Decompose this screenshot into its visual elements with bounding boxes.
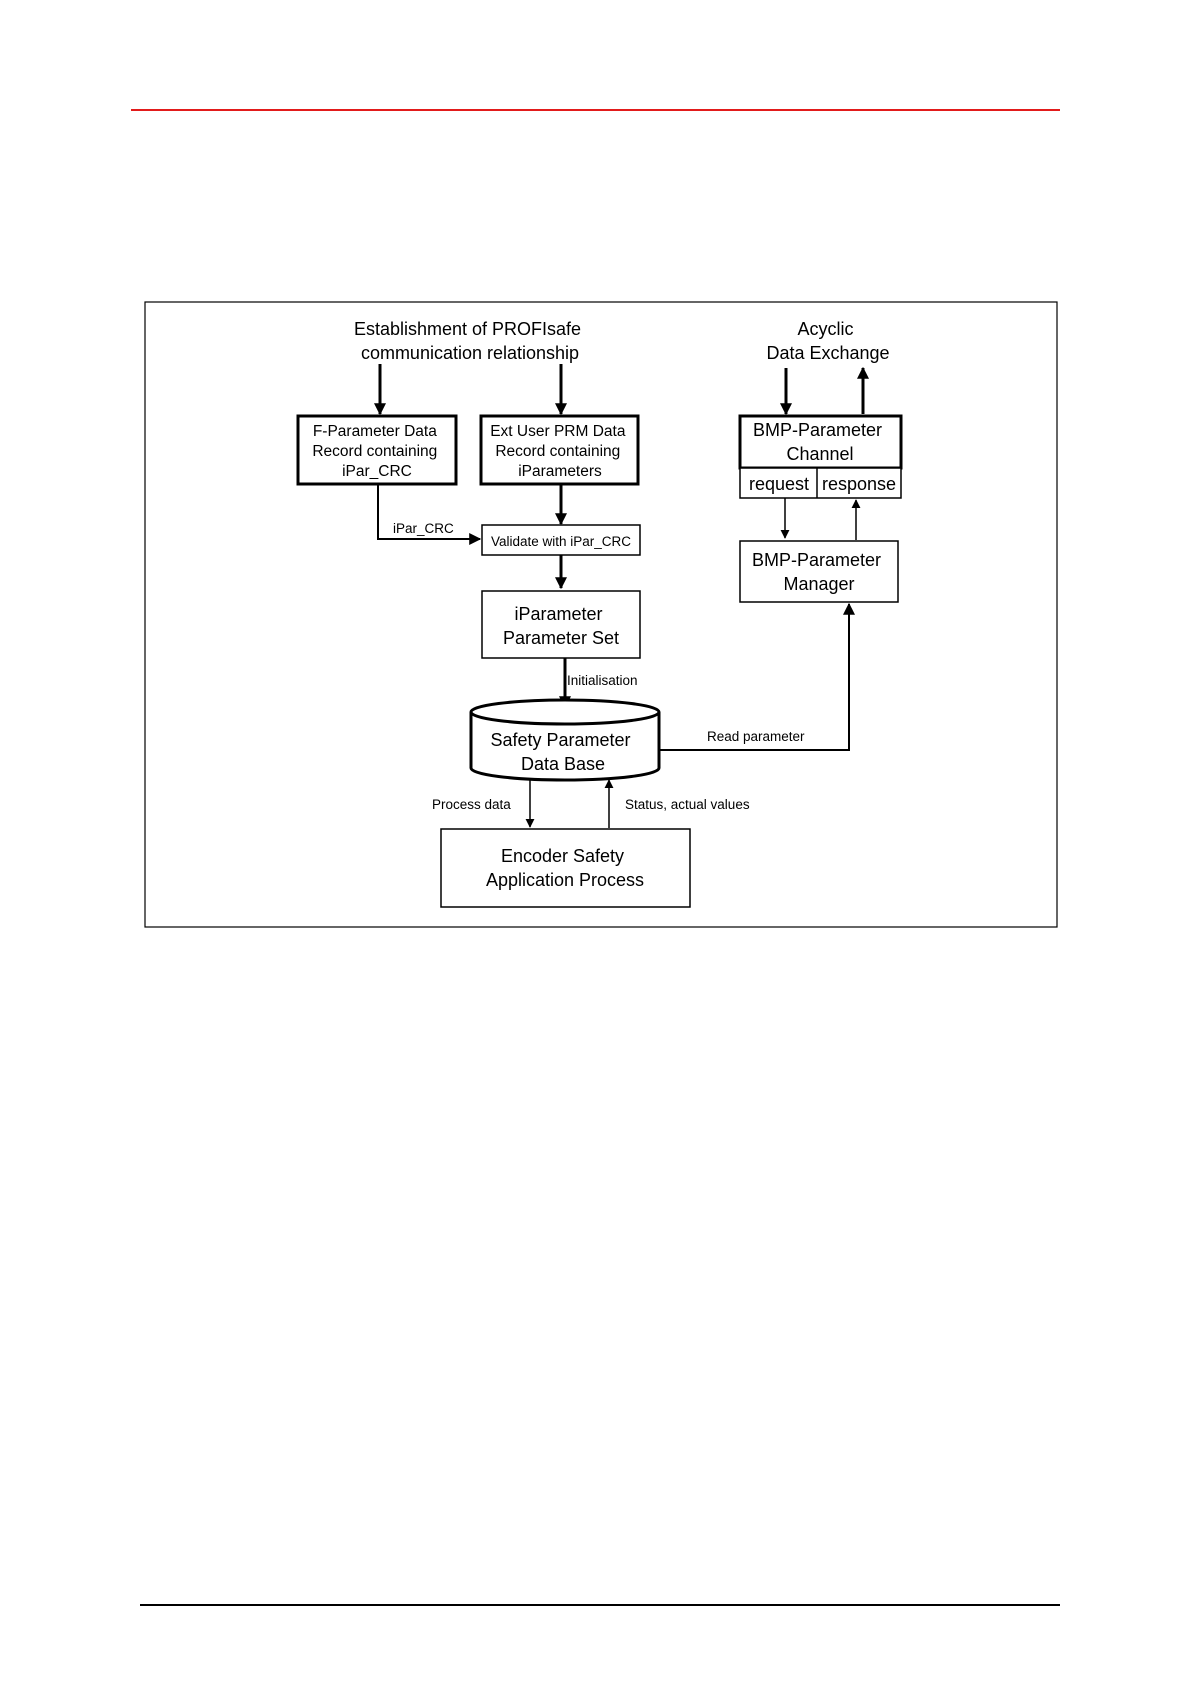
establishment-label: Establishment of PROFIsafe communication… xyxy=(354,319,586,363)
safety-db-top xyxy=(469,698,661,726)
iparameter-set-text: iParameter Parameter Set xyxy=(503,604,619,648)
ipar-crc-connector xyxy=(377,484,482,545)
request-response-box xyxy=(739,467,902,499)
validate-text: Validate with iPar_CRC xyxy=(491,534,631,549)
acyclic-label: Acyclic Data Exchange xyxy=(766,319,889,363)
safety-db-text: Safety Parameter Data Base xyxy=(490,730,635,774)
read-parameter-label: Read parameter xyxy=(707,729,805,744)
iparameter-set-box xyxy=(481,590,641,659)
f-parameter-text: F-Parameter Data Record containing iPar_… xyxy=(312,423,441,480)
initialisation-label: Initialisation xyxy=(567,673,638,688)
bmp-channel-text: BMP-Parameter Channel xyxy=(753,420,887,464)
ext-user-prm-text: Ext User PRM Data Record containing iPar… xyxy=(490,423,630,480)
bmp-channel-box xyxy=(738,414,903,470)
bmp-manager-text: BMP-Parameter Manager xyxy=(752,550,886,594)
diagram-frame xyxy=(144,301,1058,928)
process-data-label: Process data xyxy=(432,797,511,812)
status-values-label: Status, actual values xyxy=(625,797,750,812)
response-label: response xyxy=(822,474,896,494)
ext-user-prm-box xyxy=(479,414,640,486)
ipar-crc-label: iPar_CRC xyxy=(393,521,454,536)
encoder-process-text: Encoder Safety Application Process xyxy=(486,846,644,890)
validate-box xyxy=(481,524,641,556)
header-rule xyxy=(131,109,1060,111)
read-parameter-connector xyxy=(659,602,855,751)
bmp-manager-box xyxy=(739,540,899,603)
request-label: request xyxy=(749,474,809,494)
encoder-process-box xyxy=(440,828,691,908)
footer-rule xyxy=(140,1604,1060,1606)
safety-db-cylinder xyxy=(469,712,661,782)
